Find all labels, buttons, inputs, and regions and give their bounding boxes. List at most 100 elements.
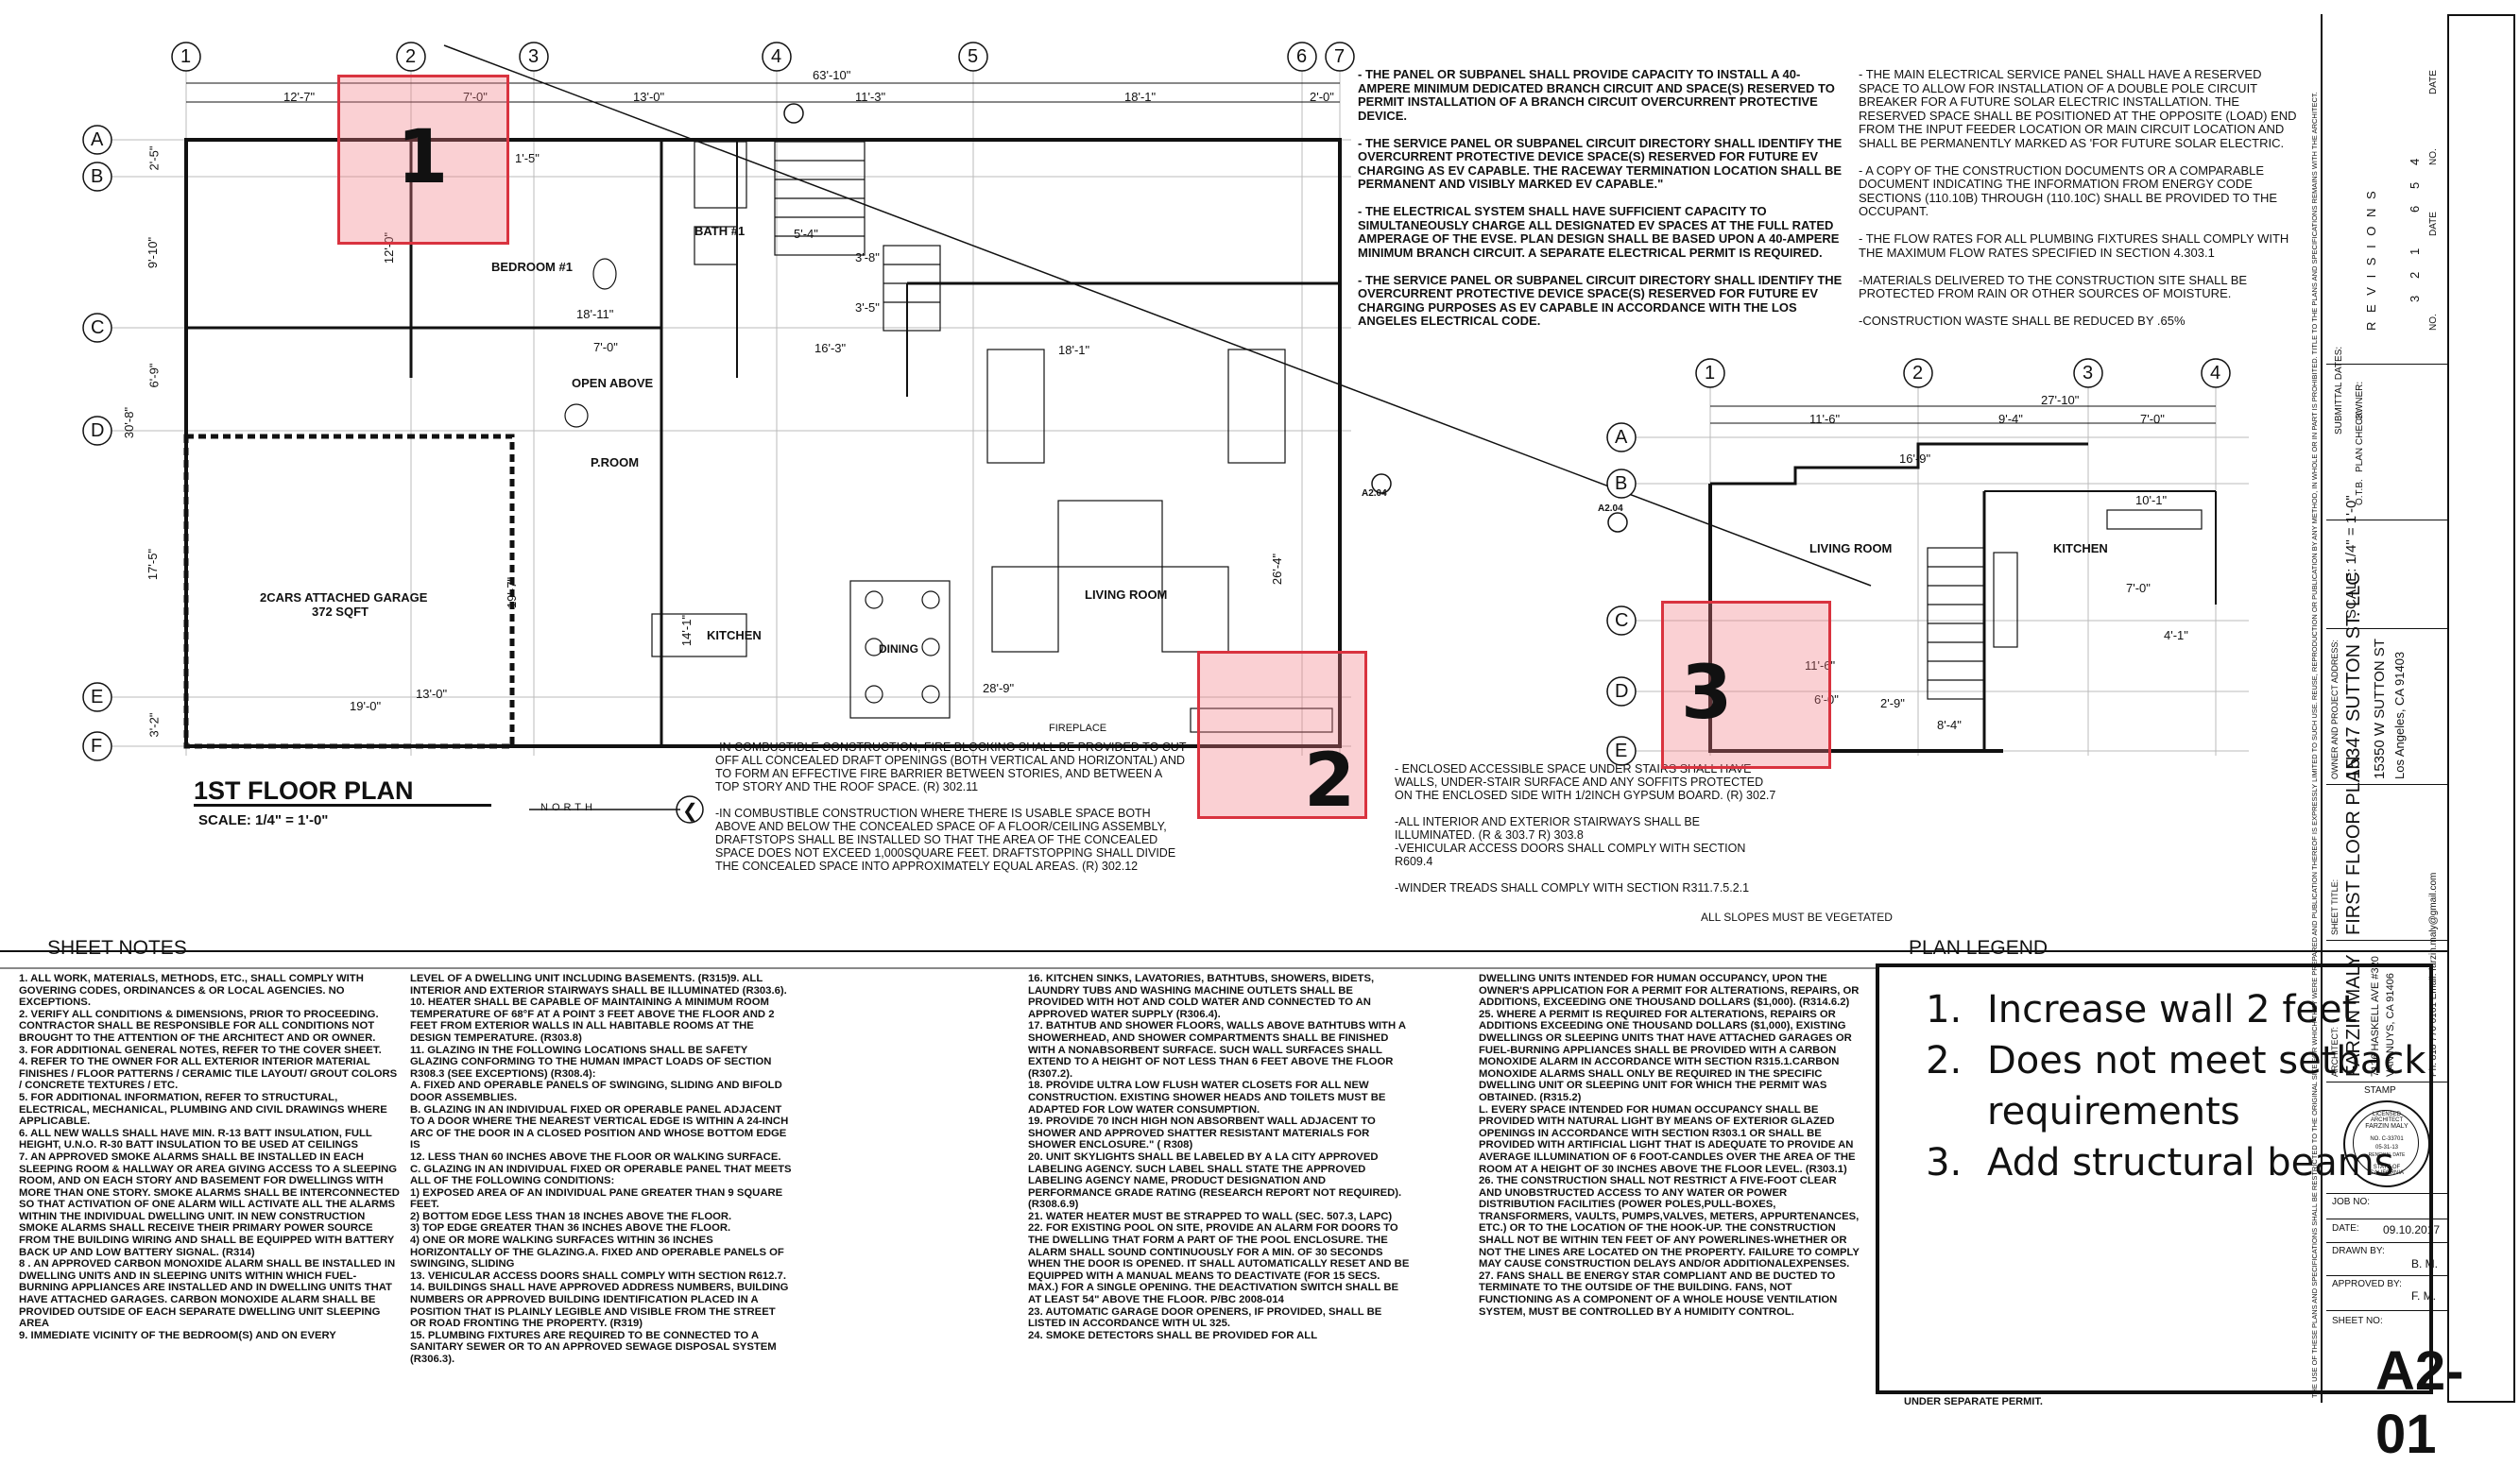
sheet-no-label: SHEET NO: [2332,1316,2383,1326]
grid-row-label: E [91,687,104,707]
room-kitchen: KITCHEN [707,628,762,642]
stamp-bottom-text: STATE OF CALIFORNIA [2369,1165,2404,1176]
marker-3: 3 [1661,601,1831,769]
rev-col-head: NO. [2428,148,2439,165]
dim-text: 9'-10" [146,236,161,269]
stamp-renewal: RENEWAL DATE [2368,1152,2406,1158]
dim-text: 30'-8" [122,406,137,439]
grid-col-label: 6 [1296,46,1308,67]
rev-number: 2 [2408,271,2422,279]
room-garage-area: 372 SQFT [312,605,369,619]
dim-text: 7'-0" [2126,581,2151,595]
date-value: 09.10.2017 [2383,1223,2441,1236]
room-bath: BATH #1 [694,224,746,238]
room-garage: 2CARS ATTACHED GARAGE [260,590,428,605]
dim-text: 7'-0" [2140,412,2165,426]
grid-row-label: E [1615,741,1628,761]
notes-fireblocking: -IN COMBUSTIBLE CONSTRUCTION, FIRE BLOCK… [715,741,1187,873]
dim-text: 18'-1" [1124,90,1157,104]
grid-row-label: C [1615,610,1629,631]
drawn-by-label: DRAWN BY: [2332,1246,2385,1256]
architect-stamp: LICENSED ARCHITECT FARZIN MALY NO. C-337… [2343,1100,2430,1187]
plan-scale: SCALE: 1/4" = 1'-0" [198,812,329,828]
dim-text: 3'-5" [855,300,880,315]
grid-row-label: D [1615,681,1629,702]
sheet-number: A2-01 [2375,1340,2464,1465]
stamp-top-text: LICENSED ARCHITECT [2370,1112,2404,1123]
grid-col-label: 3 [2083,363,2094,384]
plan-legend-title: PLAN LEGEND [1909,937,2049,959]
sheet-notes-col-3: 16. KITCHEN SINKS, LAVATORIES, BATHTUBS,… [1028,973,1410,1341]
plan-check-label: PLAN CHECK: [2355,409,2365,472]
grid-row-label: A [91,129,104,150]
dim-text: 8'-4" [1937,718,1962,732]
dim-text: 2'-9" [1880,696,1905,710]
grid-row-label: A [1615,427,1628,448]
architect-address-2: VAN NUYS, CA 91406 [2385,973,2396,1077]
project-address-1: 15350 W SUTTON ST [2372,639,2388,779]
dim-text: 4'-1" [2164,628,2188,642]
dim-text: 9'-4" [1998,412,2023,426]
grid-col-label: 5 [968,46,979,67]
grid-col-label: 1 [180,46,192,67]
job-no-label: JOB NO: [2332,1197,2371,1207]
owner-name: 15347 SUTTON ST. LLC [2343,571,2364,779]
stamp-name: FARZIN MALY [2365,1123,2409,1130]
grid-col-label: 2 [1912,363,1924,384]
stamp-date: 05-31-13 [2374,1145,2399,1151]
rev-col-head: DATE [2428,70,2439,94]
marker-2: 2 [1197,651,1367,824]
rev-number: 6 [2408,205,2422,213]
dim-text: 16'-9" [1899,452,1931,466]
room-living: LIVING ROOM [1085,588,1168,602]
dim-text: 18'-11" [576,307,614,321]
floor-plan-drawing [0,42,2447,969]
rev-col-head: NO. [2428,314,2439,331]
plan-legend-box: Increase wall 2 feet Does not meet setba… [1876,963,2433,1394]
dim-text: 13'-0" [416,687,448,701]
dim-text: 17'-5" [146,548,161,581]
revision-table [2326,14,2447,365]
approved-by-label: APPROVED BY: [2332,1279,2402,1289]
rev-number: 3 [2408,295,2422,302]
dim-text: 26'-4" [1270,553,1285,586]
dim-text: 3'-2" [146,712,162,738]
dim-text: 7'-0" [463,90,488,104]
dim-text: 3'-8" [855,250,880,264]
sheet-notes-col-1: 1. ALL WORK, MATERIALS, METHODS, ETC., S… [19,973,400,1341]
submittal-label: SUBMITTAL DATES: [2334,346,2344,435]
room-bedroom: BEDROOM #1 [491,260,573,274]
legend-item: Does not meet setback requirements [1974,1035,2429,1137]
legend-item: Increase wall 2 feet [1974,984,2429,1035]
sheet-notes-title: SHEET NOTES [47,937,187,959]
marker-number: 3 [1681,651,1733,736]
dim-text: 13'-0" [633,90,665,104]
notes-slopes: ALL SLOPES MUST BE VEGETATED [1701,911,1893,924]
rev-number: 5 [2408,181,2422,189]
drawn-by-value: B. M. [2411,1257,2439,1270]
title-block-left [2321,14,2449,1403]
grid-col-label: 3 [528,46,540,67]
dim-text: 6'-9" [146,363,162,388]
architect-name: FARZIN MALY [2343,954,2364,1077]
plan-title-underline [194,804,491,807]
room-powder: P.ROOM [591,455,640,469]
grid-row-label: C [91,317,105,338]
inset-room-kitchen: KITCHEN [2053,541,2108,555]
legend-item: Add structural beams [1974,1137,2429,1188]
grid-row-label: B [91,166,104,187]
grid-col-label: 4 [2210,363,2221,384]
dim-text: 12'-7" [283,90,316,104]
grid-row-label: D [91,420,105,441]
section-marker: A2.04 [1362,488,1387,499]
dim-text: 11'-6" [1805,658,1836,673]
dim-overall: 63'-10" [813,68,851,82]
room-open-above: OPEN ABOVE [572,376,654,390]
dim-text: 27'-10" [2041,393,2080,407]
inset-room-living: LIVING ROOM [1809,541,1893,555]
revisions-label: R E V I S I O N S [2364,188,2378,331]
approved-by-value: F. M. [2411,1289,2436,1303]
rev-number: 4 [2408,158,2422,165]
dim-text: 19'-0" [350,699,382,713]
grid-col-label: 4 [771,46,782,67]
